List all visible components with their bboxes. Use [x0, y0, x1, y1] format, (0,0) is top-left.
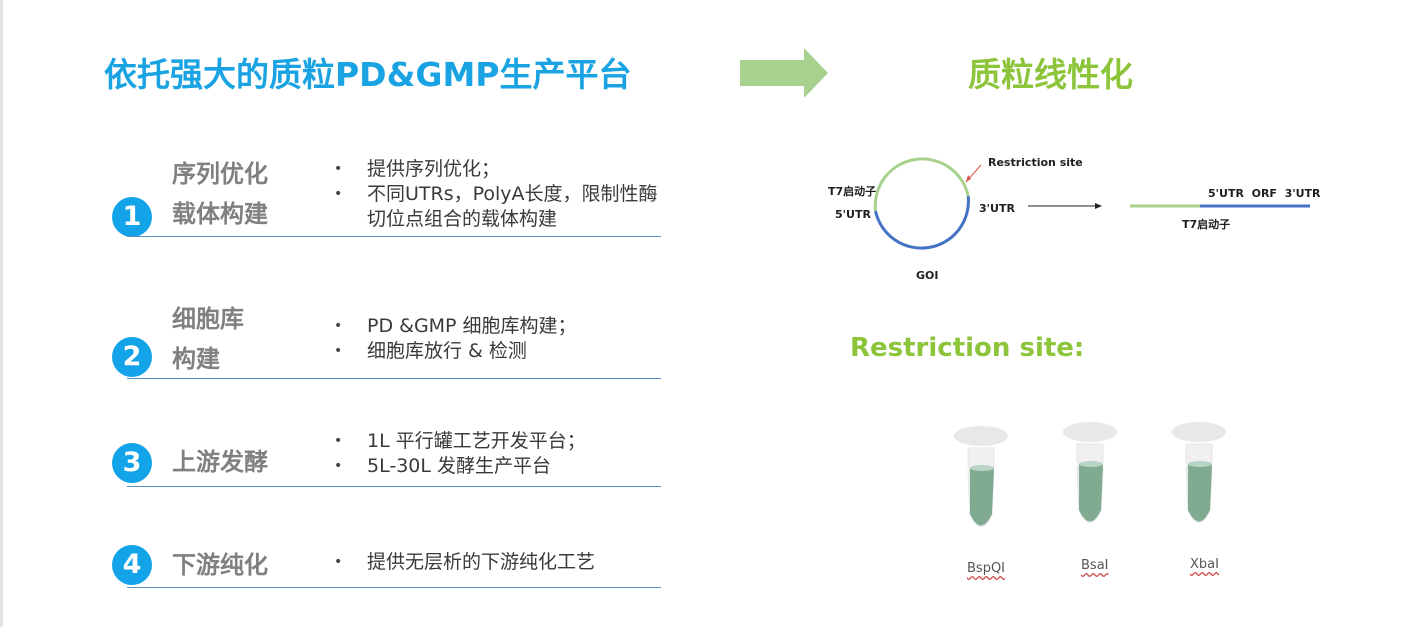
step-title-line: 细胞库 [172, 305, 244, 333]
bullet-item: PD &GMP 细胞库构建； [334, 314, 664, 339]
step-4: 4 下游纯化 提供无层析的下游纯化工艺 [112, 540, 662, 600]
step-title-line: 构建 [172, 345, 220, 373]
step-bullets: PD &GMP 细胞库构建； 细胞库放行 & 检测 [334, 314, 664, 364]
step-title-line: 序列优化 [172, 160, 268, 188]
restriction-site-label: Restriction site [988, 156, 1083, 169]
step-number-badge: 2 [112, 337, 152, 377]
bullet-item: 提供序列优化； [334, 157, 664, 182]
bullet-item: 不同UTRs，PolyA长度，限制性酶切位点组合的载体构建 [334, 182, 664, 232]
step-bullets: 1L 平行罐工艺开发平台； 5L-30L 发酵生产平台 [334, 429, 664, 479]
right-arrow-icon [740, 48, 828, 98]
plasmid-circle-green-arc [873, 157, 970, 212]
step-number-badge: 3 [112, 443, 152, 483]
utr5-label: 5'UTR [835, 208, 871, 221]
bullet-item: 5L-30L 发酵生产平台 [334, 454, 664, 479]
bullet-item: 细胞库放行 & 检测 [334, 339, 664, 364]
t7-promoter-label: T7启动子 [828, 185, 877, 198]
restriction-site-title: Restriction site: [850, 333, 1085, 363]
step-bullets: 提供序列优化； 不同UTRs，PolyA长度，限制性酶切位点组合的载体构建 [334, 157, 664, 232]
tube-icon-xbai [1172, 422, 1226, 523]
step-3: 3 上游发酵 1L 平行罐工艺开发平台； 5L-30L 发酵生产平台 [112, 425, 662, 495]
step-divider [127, 378, 661, 379]
utr3-label: 3'UTR [979, 202, 1015, 215]
linear-utr-orf-label: 5'UTR ORF 3'UTR [1208, 187, 1321, 200]
enzyme-label-xbai: XbaI [1190, 557, 1219, 572]
linearization-title: 质粒线性化 [968, 55, 1133, 94]
enzyme-label-bspqi: BspQI [967, 561, 1006, 576]
bullet-item: 提供无层析的下游纯化工艺 [334, 550, 664, 575]
tube-icon-bspqi [954, 426, 1008, 527]
plasmid-circle-blue-arc [874, 195, 970, 250]
step-number-badge: 4 [112, 545, 152, 585]
step-number-badge: 1 [112, 197, 152, 237]
page-title: 依托强大的质粒PD&GMP生产平台 [104, 55, 632, 94]
tube-icon-bsai [1063, 422, 1117, 523]
step-title-line: 载体构建 [172, 200, 268, 228]
step-divider [127, 486, 661, 487]
step-title-line: 上游发酵 [172, 448, 268, 476]
step-divider [127, 236, 661, 237]
bullet-item: 1L 平行罐工艺开发平台； [334, 429, 664, 454]
step-bullets: 提供无层析的下游纯化工艺 [334, 550, 664, 575]
step-2: 2 细胞库 构建 PD &GMP 细胞库构建； 细胞库放行 & 检测 [112, 300, 662, 390]
plasmid-diagram [873, 157, 1310, 250]
step-title-line: 下游纯化 [172, 551, 268, 579]
enzyme-label-bsai: BsaI [1081, 558, 1109, 573]
step-divider [127, 587, 661, 588]
step-1: 1 序列优化 载体构建 提供序列优化； 不同UTRs，PolyA长度，限制性酶切… [112, 155, 662, 245]
page-left-border [0, 0, 3, 627]
linear-t7-label: T7启动子 [1182, 218, 1231, 231]
goi-label: GOI [916, 269, 939, 282]
